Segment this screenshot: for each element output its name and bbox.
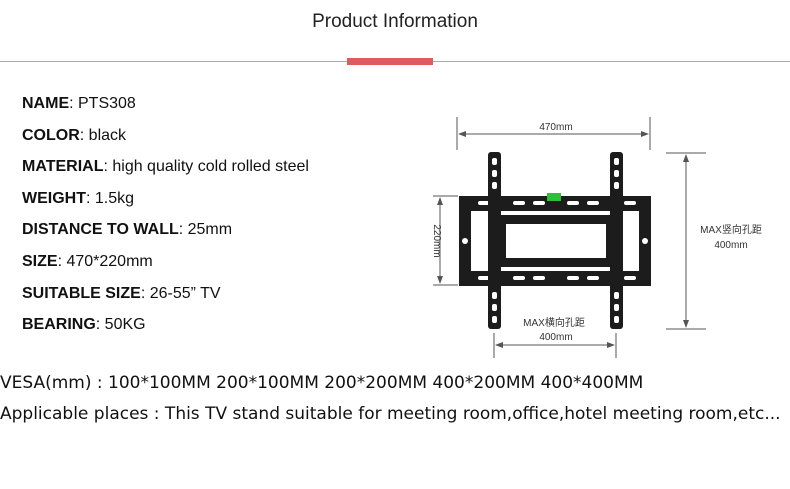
- spec-key: COLOR: [22, 126, 80, 144]
- horizontal-hole-value: 400mm: [539, 332, 572, 343]
- spec-row-material: MATERIAL: high quality cold rolled steel: [22, 158, 309, 176]
- spec-value: 25mm: [187, 221, 233, 239]
- page-title: Product Information: [312, 11, 478, 32]
- bracket-arm-left: [488, 152, 501, 329]
- spec-list: NAME: PTS308 COLOR: black MATERIAL: high…: [22, 92, 309, 345]
- vertical-hole-dimension: [666, 152, 706, 330]
- bubble-level: [547, 193, 561, 201]
- spec-row-color: COLOR: black: [22, 126, 127, 144]
- vertical-hole-value: 400mm: [714, 240, 747, 251]
- spec-key: WEIGHT: [22, 189, 86, 207]
- header-accent-bar: [347, 58, 433, 65]
- applicable-places-line: Applicable places : This TV stand suitab…: [0, 404, 781, 424]
- spec-value: 50KG: [104, 316, 146, 334]
- spec-key: DISTANCE TO WALL: [22, 221, 179, 239]
- spec-value: 26-55” TV: [149, 284, 221, 302]
- spec-row-distance: DISTANCE TO WALL: 25mm: [22, 221, 233, 239]
- bracket-arm-right: [610, 152, 623, 329]
- horizontal-hole-label: MAX横向孔距: [523, 316, 585, 329]
- horizontal-hole-dimension: [493, 333, 617, 358]
- spec-value: 470*220mm: [66, 252, 153, 270]
- spec-value: PTS308: [78, 95, 136, 112]
- spec-key: MATERIAL: [22, 158, 104, 176]
- spec-row-suitable-size: SUITABLE SIZE: 26-55” TV: [22, 284, 221, 302]
- spec-value: high quality cold rolled steel: [112, 158, 309, 176]
- spec-key: SUITABLE SIZE: [22, 284, 141, 302]
- spec-key: SIZE: [22, 252, 58, 270]
- height-dimension: [433, 195, 458, 286]
- spec-key: BEARING: [22, 316, 96, 334]
- width-dimension: [456, 117, 651, 150]
- width-label: 470mm: [539, 122, 572, 133]
- spec-value: black: [88, 126, 127, 144]
- vesa-line: VESA(mm) : 100*100MM 200*100MM 200*200MM…: [0, 373, 644, 393]
- height-label: 220mm: [431, 224, 442, 257]
- spec-row-bearing: BEARING: 50KG: [22, 316, 146, 334]
- vertical-hole-label: MAX竖向孔距: [700, 223, 762, 236]
- spec-row-name: NAME: PTS308: [22, 95, 136, 112]
- spec-row-size: SIZE: 470*220mm: [22, 252, 153, 270]
- spec-value: 1.5kg: [94, 189, 135, 207]
- spec-key: NAME: [22, 95, 70, 112]
- spec-row-weight: WEIGHT: 1.5kg: [22, 189, 135, 207]
